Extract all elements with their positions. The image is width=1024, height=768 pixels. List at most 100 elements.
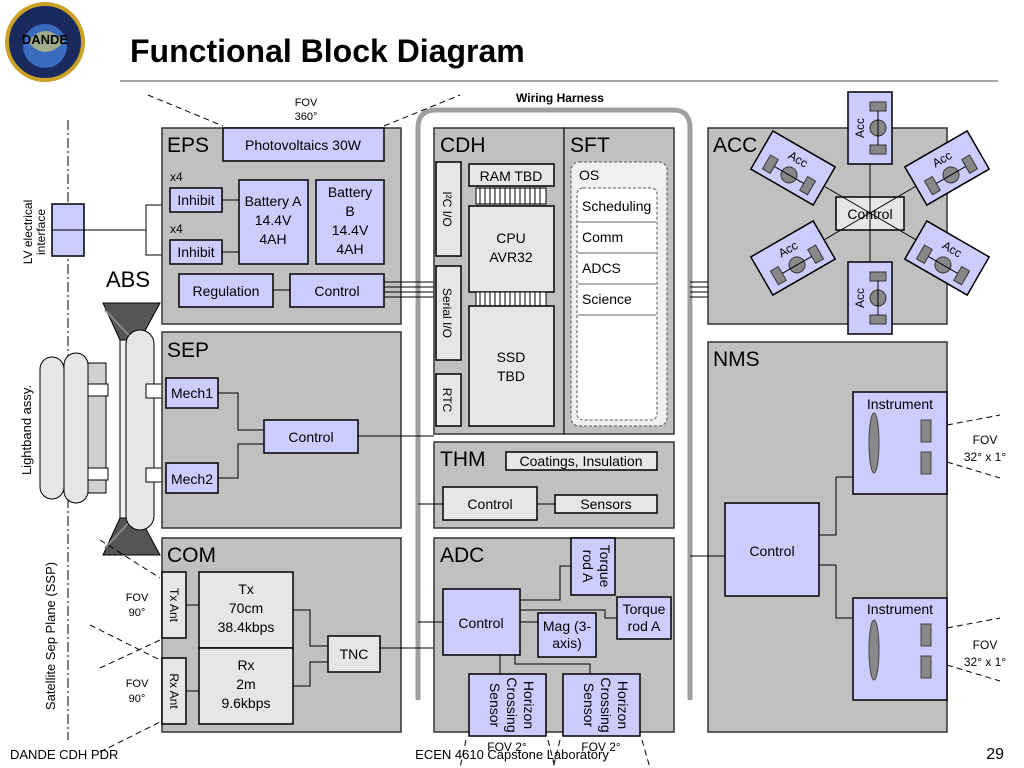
acc-axis-line [774, 165, 804, 184]
accelerometer-unit: Acc [903, 129, 991, 207]
wire [293, 609, 328, 647]
serial-io-label: Serial I/O [440, 288, 454, 338]
torque-rod-a-box [616, 596, 672, 640]
adc-control-label: Control [458, 615, 503, 631]
magnetometer-box [537, 612, 597, 658]
torque-rod-a-vertical-box [570, 537, 616, 596]
torque-rod-a-vertical-label: Torquerod A [580, 545, 613, 588]
acc-axis-line [928, 255, 958, 274]
fov-top-label: FOV [295, 97, 318, 109]
horizon-sensor-b-box [562, 673, 641, 737]
mech1-label: Mech1 [171, 385, 213, 401]
ssp-label: Satellite Sep Plane (SSP) [43, 562, 58, 710]
fov-com-rx-value: 90° [129, 693, 146, 705]
accelerometer-unit: Acc [749, 129, 837, 207]
fov-line [552, 739, 561, 768]
wire [514, 655, 591, 674]
sensors-label: Sensors [580, 496, 631, 512]
detector-icon [920, 451, 932, 475]
horizon-sensor-a-label: HorizonCrossingSensor [487, 677, 537, 732]
footer-left: DANDE CDH PDR [10, 747, 118, 762]
os-task-box [576, 187, 658, 421]
coatings-label: Coatings, Insulation [520, 453, 643, 469]
i2c-label: I²C I/O [440, 191, 454, 226]
instrument-bottom-label: Instrument [867, 601, 933, 617]
detector-icon [920, 623, 932, 647]
fov-line [946, 617, 1001, 629]
logo: DANDE [5, 2, 85, 82]
fov-adc-a-label: FOV 2° [487, 740, 527, 754]
acc-block: ACC Control [707, 127, 948, 325]
footer-center: ECEN 4610 Capstone Laboratory [415, 747, 609, 762]
nms-control-label: Control [749, 543, 794, 559]
logo-text: DANDE [22, 32, 69, 47]
tx-ant-box [161, 571, 187, 639]
wire [218, 392, 264, 431]
accelerometer-unit: Acc [847, 91, 893, 165]
com-title: COM [167, 544, 216, 567]
fov-line [99, 721, 161, 753]
acc-label: Acc [853, 288, 867, 308]
ram-box [468, 163, 555, 187]
horizon-sensor-b-label: HorizonCrossingSensor [581, 677, 631, 732]
lightband-assembly [39, 302, 167, 556]
photovoltaics-label: Photovoltaics 30W [245, 137, 362, 153]
nms-block: NMS Control Instrument Instrument [707, 341, 948, 733]
wire [218, 443, 264, 479]
pin-lines [479, 292, 541, 306]
fov-line [946, 461, 1001, 479]
page-number: 29 [986, 746, 1004, 763]
mech1-box [165, 377, 219, 409]
sep-control-label: Control [288, 429, 333, 445]
fov-nms-top-label: FOV [973, 433, 998, 447]
inhibit-label: Inhibit [177, 192, 214, 208]
fov-nms-bottom-label: FOV [973, 638, 998, 652]
accelerometer-unit: Acc [749, 219, 837, 297]
lightband-label: Lightband assy. [19, 385, 34, 475]
acc-sensor-icon [869, 144, 887, 155]
ssd-box [468, 305, 555, 427]
rx-ant-label: Rx Ant [167, 673, 181, 709]
rtc-label: RTC [440, 388, 454, 413]
wire [145, 204, 168, 256]
page-title: Functional Block Diagram [130, 33, 525, 69]
acc-sensor-icon [869, 271, 887, 282]
instrument-top-label: Instrument [867, 396, 933, 412]
ram-label: RAM TBD [480, 168, 543, 184]
abs-label: ABS [106, 267, 150, 292]
fov-line [89, 624, 161, 661]
pin-strip [475, 187, 547, 205]
coatings-box [505, 451, 658, 471]
acc-axis-line [782, 255, 812, 274]
thm-control-label: Control [467, 496, 512, 512]
fov-line [946, 414, 1001, 426]
inhibit-box [169, 239, 223, 265]
sft-title: SFT [570, 134, 610, 157]
wire [819, 564, 853, 619]
wire [520, 609, 617, 619]
lens-icon [868, 619, 880, 681]
eps-control-box [289, 273, 385, 308]
rx-box [198, 647, 294, 725]
acc-title: ACC [713, 134, 757, 157]
fov-com-tx-label: FOV [126, 592, 149, 604]
fov-line [459, 739, 467, 768]
magnetometer-label: Mag (3-axis) [543, 618, 592, 651]
thm-block: THM Coatings, Insulation Control Sensors [433, 441, 675, 529]
fov-nms-top-value: 32° x 1° [964, 450, 1006, 464]
nms-title: NMS [713, 348, 760, 371]
sft-item: Science [582, 291, 632, 307]
accelerometer-unit: Acc [847, 261, 893, 335]
horizon-sensor-a-box [468, 673, 547, 737]
thm-title: THM [440, 448, 486, 471]
fov-line [383, 94, 461, 127]
adc-title: ADC [440, 544, 484, 567]
